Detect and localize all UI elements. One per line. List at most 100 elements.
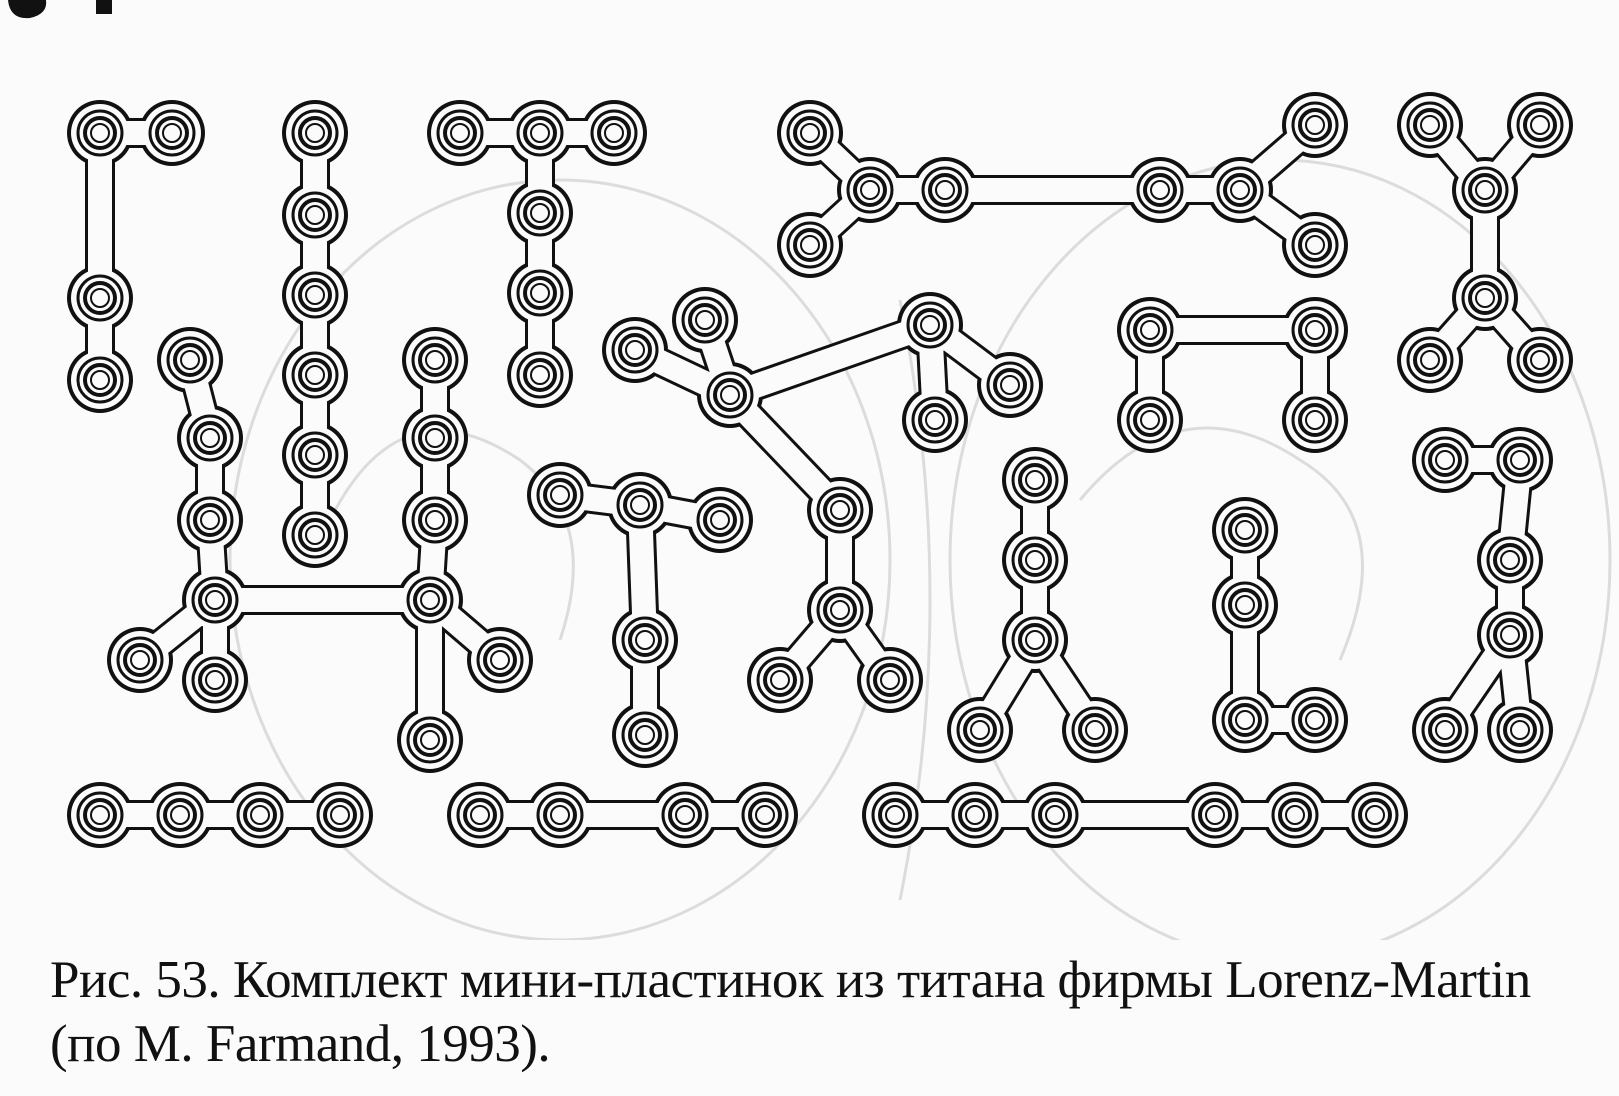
screw-hole [406, 576, 454, 624]
screw-hole [621, 711, 669, 759]
corner-mark [0, 0, 150, 22]
screw-hole [406, 716, 454, 764]
screw-hole [1496, 436, 1544, 484]
screw-hole [871, 791, 919, 839]
screw-hole [516, 351, 564, 399]
screw-hole [166, 336, 214, 384]
screw-hole [706, 371, 754, 419]
screw-hole [681, 296, 729, 344]
plates-figure [67, 92, 1612, 940]
screw-hole [291, 511, 339, 559]
screw-hole [236, 791, 284, 839]
screw-hole [516, 189, 564, 237]
screw-hole [291, 271, 339, 319]
screw-hole [786, 109, 834, 157]
screw-hole [116, 636, 164, 684]
figure-caption: Рис. 53. Комплект мини-пластинок из тита… [50, 951, 1531, 1073]
screw-hole [291, 351, 339, 399]
screw-hole [911, 396, 959, 444]
screw-hole [866, 656, 914, 704]
screw-hole [621, 616, 669, 664]
screw-hole [186, 414, 234, 462]
screw-hole [590, 109, 638, 157]
plate-straight-4-hole-gap [447, 782, 798, 848]
screw-hole [156, 791, 204, 839]
screw-hole [76, 356, 124, 404]
screw-hole [1221, 506, 1269, 554]
screw-hole [1291, 696, 1339, 744]
screw-hole [186, 496, 234, 544]
screw-hole [291, 191, 339, 239]
screw-hole [1271, 791, 1319, 839]
plate-bar-fill [718, 313, 942, 407]
screw-hole [1011, 536, 1059, 584]
screw-hole [986, 361, 1034, 409]
screw-hole [1216, 166, 1264, 214]
screw-hole [1516, 101, 1564, 149]
screw-hole [1071, 706, 1119, 754]
screw-hole [148, 109, 196, 157]
screw-hole [1421, 706, 1469, 754]
plate-straight-4-hole [67, 782, 373, 848]
plate-y-shape [947, 447, 1128, 763]
screw-hole [816, 486, 864, 534]
screw-hole [1421, 436, 1469, 484]
screw-hole [476, 636, 524, 684]
screw-hole [291, 109, 339, 157]
screw-hole [76, 109, 124, 157]
screw-hole [1191, 791, 1239, 839]
screw-hole [436, 109, 484, 157]
screw-hole [291, 431, 339, 479]
screw-hole [1291, 396, 1339, 444]
screw-hole [786, 221, 834, 269]
plate-fill [951, 451, 1124, 759]
screw-hole [1461, 166, 1509, 214]
screw-hole [846, 166, 894, 214]
screw-hole [411, 496, 459, 544]
screw-hole [1126, 306, 1174, 354]
screw-hole [956, 706, 1004, 754]
screw-hole [906, 301, 954, 349]
screw-hole [611, 326, 659, 374]
screw-hole [1291, 306, 1339, 354]
screw-hole [1011, 616, 1059, 664]
screw-hole [1486, 611, 1534, 659]
screw-hole [76, 791, 124, 839]
plate-fill [866, 786, 1404, 844]
plate-i-shape [1412, 427, 1553, 763]
screw-hole [1516, 336, 1564, 384]
screw-hole [1406, 336, 1454, 384]
plate-long-double-y [777, 92, 1348, 278]
screw-hole [191, 576, 239, 624]
screw-hole [696, 496, 744, 544]
screw-hole [1406, 101, 1454, 149]
plate-straight-6-hole-gap [862, 782, 1408, 848]
screw-hole [741, 791, 789, 839]
screw-hole [411, 414, 459, 462]
screw-hole [516, 269, 564, 317]
plate-l-shape [67, 100, 205, 413]
screw-hole [536, 471, 584, 519]
screw-hole [191, 656, 239, 704]
screw-hole [756, 656, 804, 704]
screw-hole [1011, 456, 1059, 504]
screw-hole [1291, 101, 1339, 149]
screw-hole [76, 274, 124, 322]
screw-hole [951, 791, 999, 839]
plate-y-branch-center [602, 287, 1043, 713]
screw-hole [411, 336, 459, 384]
screw-hole [921, 166, 969, 214]
plate-t-shape [427, 100, 647, 408]
plate-h-shape-small [1117, 297, 1348, 453]
screw-hole [516, 109, 564, 157]
screw-hole [316, 791, 364, 839]
plate-t-shape-small [527, 462, 753, 768]
plate-straight-6-hole [282, 100, 348, 568]
screw-hole [1126, 396, 1174, 444]
screw-hole [1486, 536, 1534, 584]
screw-hole [536, 791, 584, 839]
screw-hole [1291, 221, 1339, 269]
plate-h-shape-large [107, 327, 533, 773]
screw-hole [1031, 791, 1079, 839]
plate-x-shape [1397, 92, 1573, 393]
